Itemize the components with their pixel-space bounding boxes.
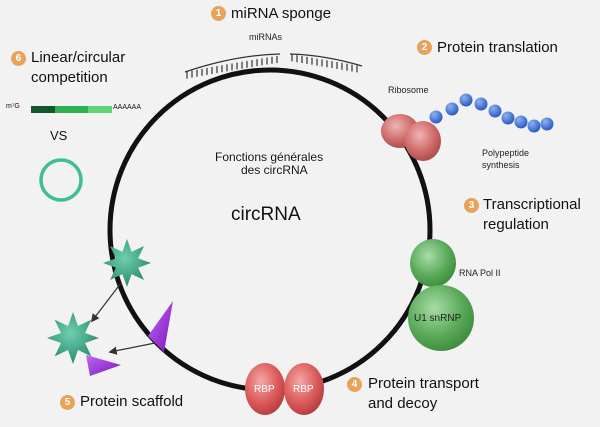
label-ribosome: Ribosome: [388, 85, 429, 95]
amino-acid-bead: [501, 111, 515, 125]
amino-acid-bead: [540, 117, 554, 131]
label-and-decoy: and decoy: [368, 395, 438, 412]
label-protein-translation: Protein translation: [437, 39, 558, 56]
label-mirnas: miRNAs: [249, 32, 282, 42]
amino-acid-bead: [474, 97, 488, 111]
amino-acid-bead: [459, 93, 473, 107]
protein-star-top-icon: [103, 239, 151, 287]
amino-acid-bead: [445, 102, 459, 116]
protein-triangle-small-icon: [86, 355, 121, 376]
label-vs: VS: [50, 128, 68, 143]
rbp-left-icon: [245, 363, 285, 415]
badge-6: 6: [11, 51, 26, 66]
label-synthesis: synthesis: [482, 160, 520, 170]
label-protein-transport: Protein transport: [368, 375, 479, 392]
scaffold-arrow-1: [90, 282, 122, 323]
badge-5: 5: [60, 395, 75, 410]
amino-acid-bead: [429, 110, 443, 124]
ribosome-icon: [381, 114, 441, 161]
label-polypeptide: Polypeptide: [482, 148, 530, 158]
badge-4: 4: [347, 377, 362, 392]
badge-1: 1: [211, 6, 226, 21]
overlay-title-line-1: Fonctions générales: [215, 150, 324, 164]
rbp-right-icon: [284, 363, 324, 415]
label-mirna-sponge: miRNA sponge: [231, 5, 332, 22]
label-rbp-right: RBP: [293, 384, 314, 395]
label-rna-pol-ii: RNA Pol II: [459, 268, 501, 278]
label-m7g-cap: m⁷G: [6, 103, 20, 110]
label-u1-snrnp: U1 snRNP: [414, 313, 462, 324]
polypeptide-chain-icon: [429, 93, 554, 133]
label-polya-tail: AAAAAA: [113, 104, 142, 111]
scaffold-arrow-2: [108, 342, 156, 355]
badge-3: 3: [464, 198, 479, 213]
amino-acid-bead: [527, 119, 541, 133]
label-linear-circular: Linear/circular: [31, 49, 126, 66]
label-competition: competition: [31, 69, 108, 86]
overlay-title-line-2: des circRNA: [241, 163, 308, 177]
label-protein-scaffold: Protein scaffold: [80, 393, 184, 410]
amino-acid-bead: [514, 115, 528, 129]
label-regulation: regulation: [483, 216, 549, 233]
protein-triangle-large-icon: [148, 301, 173, 352]
label-rbp-left: RBP: [254, 384, 275, 395]
u1-snrnp-icon: [408, 285, 474, 351]
mirna-binding-sites: [184, 53, 363, 79]
label-circrna: circRNA: [231, 204, 301, 225]
badge-2: 2: [417, 40, 432, 55]
protein-star-bottom-icon: [47, 312, 99, 364]
small-circular-rna-icon: [39, 158, 83, 202]
label-transcriptional: Transcriptional: [483, 196, 581, 213]
amino-acid-bead: [488, 104, 502, 118]
rna-pol-ii-icon: [410, 239, 456, 287]
linear-rna-icon: [31, 106, 112, 113]
